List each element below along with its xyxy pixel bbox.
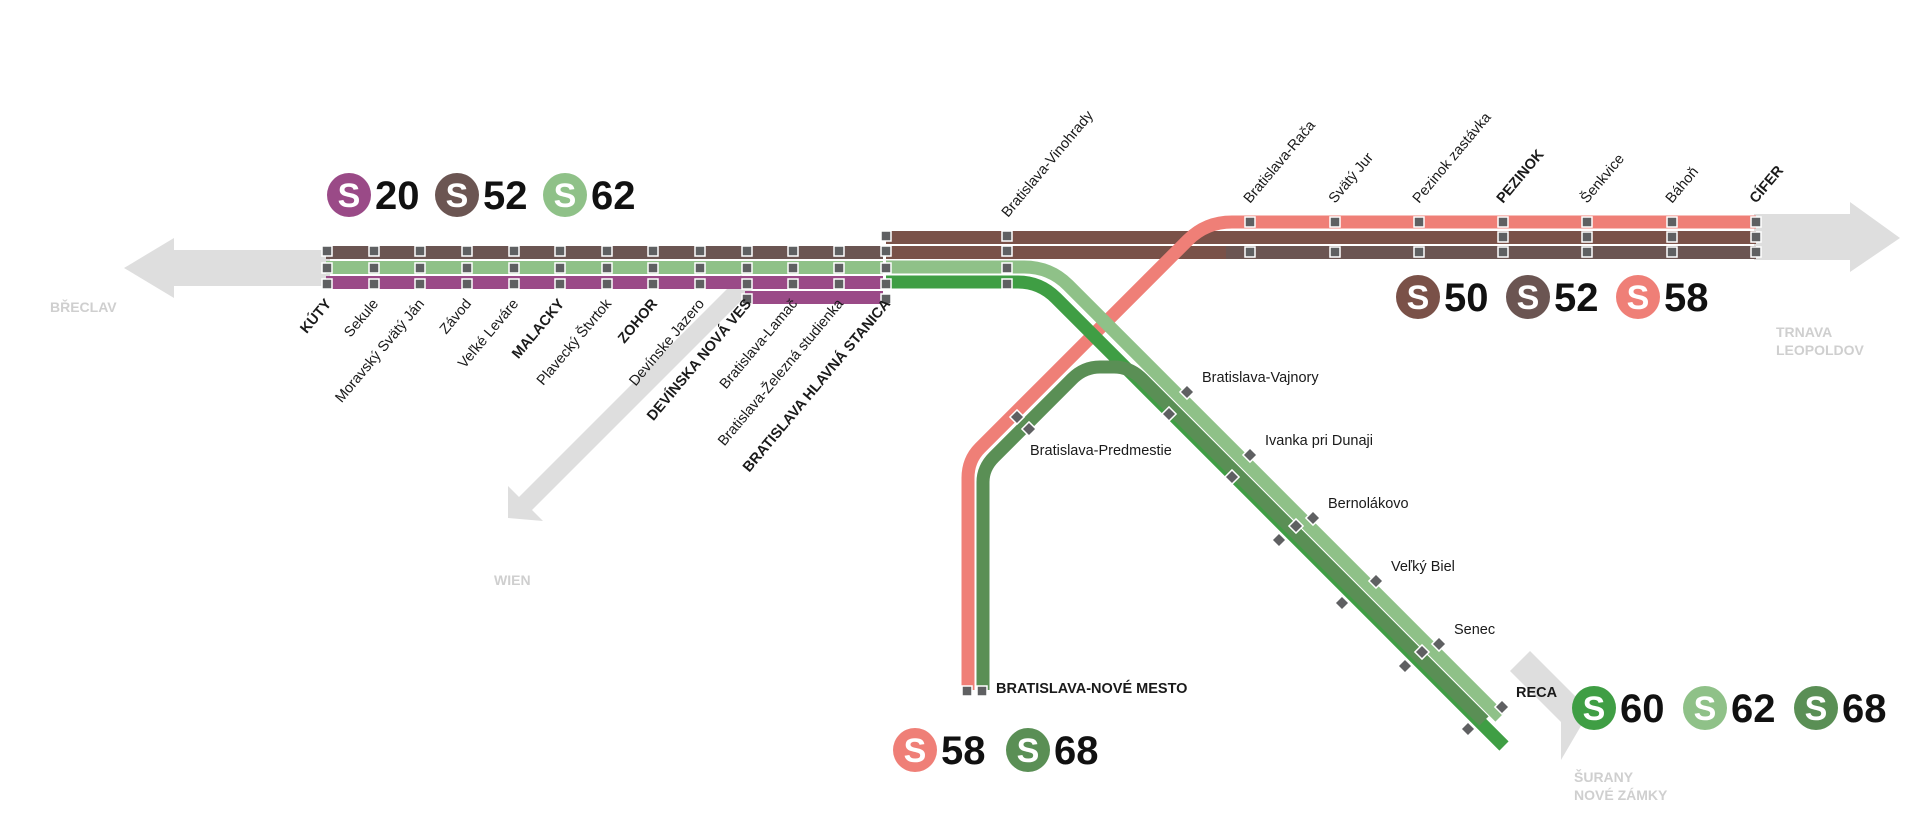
arrow-southeast-surany	[1510, 651, 1595, 760]
southeast-stop-markers	[1160, 383, 1511, 738]
line-badge-s62-number: 62	[1731, 687, 1776, 731]
station-label-west-3: Moravský Svätý Ján	[332, 296, 428, 406]
line-badge-s60-circle	[1572, 686, 1616, 730]
track-s50-east	[886, 231, 1756, 244]
line-badge-s52-letter: S	[446, 177, 469, 215]
station-label-west-8: ZOHOR	[615, 296, 661, 347]
destination-nove-zamky: NOVÉ ZÁMKY	[1574, 787, 1668, 803]
station-label-east-7: CÍFER	[1746, 162, 1787, 207]
line-badge-s52-circle	[1506, 275, 1550, 319]
track-s60	[886, 275, 1509, 751]
station-label-west-2: Sekule	[341, 296, 382, 340]
line-badge-s50-number: 50	[1444, 276, 1489, 320]
line-badge-s58-letter: S	[904, 732, 927, 770]
line-badge-s68-circle	[1006, 728, 1050, 772]
line-badge-s60-number: 60	[1620, 687, 1665, 731]
station-label-southeast-5: Senec	[1454, 622, 1495, 638]
line-group-east: S 50 S 52 S 58	[1396, 275, 1709, 320]
line-badge-s20-circle	[327, 173, 371, 217]
line-badge-s50-letter: S	[1407, 279, 1430, 317]
line-badge-s62-number: 62	[591, 174, 636, 218]
line-badge-s52-number: 52	[1554, 276, 1599, 320]
track-s58	[961, 215, 1756, 690]
station-label-east-3: Pezinok zastávka	[1410, 109, 1495, 206]
line-badge-s68-circle	[1794, 686, 1838, 730]
line-badge-s68-number: 68	[1054, 729, 1099, 773]
station-label-southeast-3: Bernolákovo	[1328, 496, 1409, 512]
line-badge-s58-letter: S	[1627, 279, 1650, 317]
station-label-southeast-1: Bratislava-Vajnory	[1202, 370, 1319, 386]
line-badge-s62-letter: S	[554, 177, 577, 215]
destination-leopoldov: LEOPOLDOV	[1776, 342, 1865, 358]
line-badge-s58-circle	[893, 728, 937, 772]
track-s50-inner	[886, 246, 1226, 259]
vinohrady-stop-markers	[1001, 230, 1013, 290]
line-badge-s50-circle	[1396, 275, 1440, 319]
destination-surany: ŠURANY	[1574, 768, 1634, 785]
station-label-east-4: PEZINOK	[1494, 147, 1548, 207]
station-label-east-5: Šenkvice	[1577, 151, 1628, 207]
line-badge-s52-number: 52	[483, 174, 528, 218]
nove-mesto-stop-markers	[961, 685, 988, 697]
line-badge-s58-number: 58	[941, 729, 986, 773]
line-badge-s52-circle	[435, 173, 479, 217]
line-badge-s62-circle	[543, 173, 587, 217]
station-label-west-1: KÚTY	[296, 295, 335, 337]
line-badge-s62-circle	[1683, 686, 1727, 730]
station-label-southeast-4: Veľký Biel	[1391, 559, 1455, 575]
destination-breclav: BŘECLAV	[50, 298, 117, 315]
line-badge-s60-letter: S	[1583, 690, 1606, 728]
line-badge-s58-number: 58	[1664, 276, 1709, 320]
station-label-west-4: Závod	[437, 296, 475, 337]
track-s68	[976, 360, 1489, 726]
line-badge-s62-letter: S	[1694, 690, 1717, 728]
station-label-east-2: Svätý Jur	[1326, 150, 1377, 207]
station-label-east-6: Báhoň	[1663, 164, 1702, 206]
station-label-vinohrady: Bratislava-Vinohrady	[999, 107, 1098, 220]
station-label-east-1: Bratislava-Rača	[1241, 117, 1320, 206]
destination-trnava: TRNAVA	[1776, 324, 1832, 340]
station-label-southeast-2: Ivanka pri Dunaji	[1265, 433, 1373, 449]
arrow-southwest-wien	[508, 275, 754, 521]
arrow-east-trnava	[1754, 202, 1900, 272]
line-badge-s68-letter: S	[1805, 690, 1828, 728]
stop-markers	[321, 216, 1762, 738]
predmestie-stop-markers	[1008, 408, 1038, 438]
station-label-predmestie: Bratislava-Predmestie	[1030, 443, 1172, 459]
west-stop-markers	[321, 230, 892, 305]
station-label-southeast-6: RECA	[1516, 685, 1558, 701]
line-badge-s20-number: 20	[375, 174, 420, 218]
track-s20-spur	[745, 291, 883, 304]
destination-labels: BŘECLAV WIEN TRNAVA LEOPOLDOV ŠURANY NOV…	[50, 298, 1865, 803]
line-group-west: S 20 S 52 S 62	[327, 173, 636, 218]
line-group-south: S 58 S 68	[893, 728, 1099, 773]
east-stop-markers	[1244, 216, 1762, 258]
line-badge-s58-circle	[1616, 275, 1660, 319]
line-badge-s20-letter: S	[338, 177, 361, 215]
station-label-nove-mesto: BRATISLAVA-NOVÉ MESTO	[996, 680, 1187, 697]
destination-wien: WIEN	[494, 572, 531, 588]
arrow-west-breclav	[124, 238, 330, 298]
line-badge-s52-letter: S	[1517, 279, 1540, 317]
line-badge-s68-letter: S	[1017, 732, 1040, 770]
destination-arrows	[124, 202, 1900, 760]
track-s62-southeast	[886, 260, 1505, 722]
line-badge-s68-number: 68	[1842, 687, 1887, 731]
line-group-southeast: S 60 S 62 S 68	[1572, 686, 1887, 731]
